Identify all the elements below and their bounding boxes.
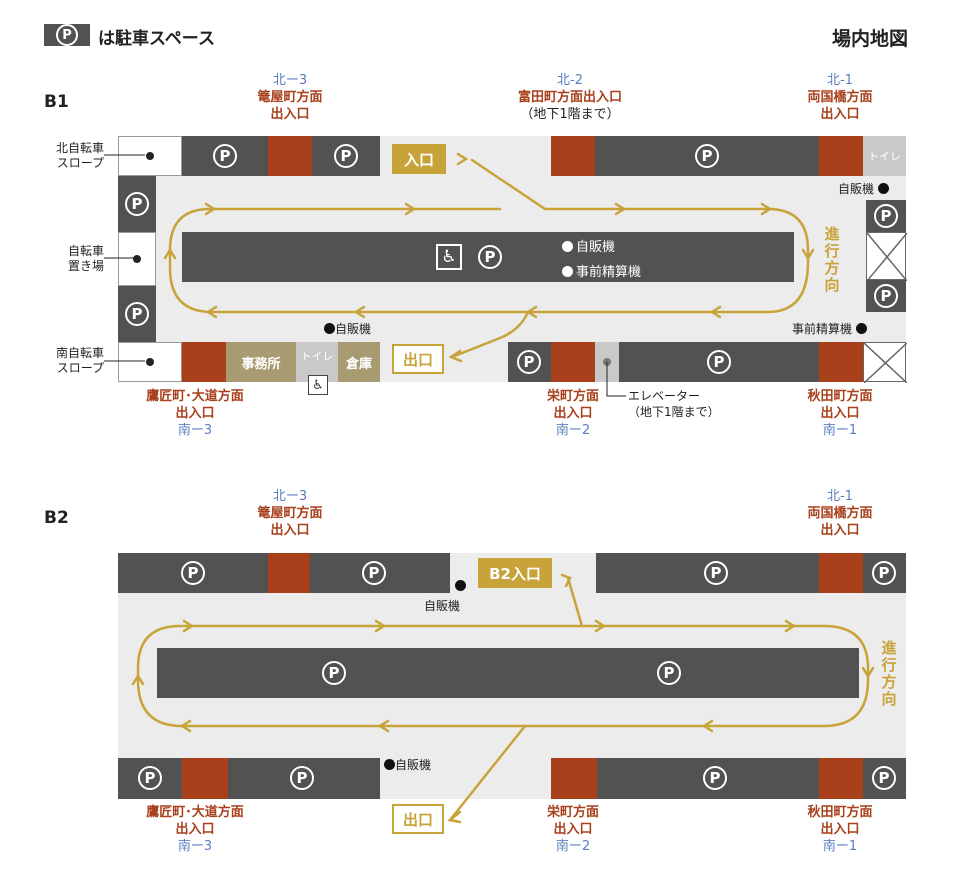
b2-stall-top-3: P [596, 553, 819, 593]
b2-direction-label: 進行方向 [881, 639, 897, 708]
wheelchair-icon: ♿ [436, 244, 462, 270]
b2-stall-top-2: P [310, 553, 450, 593]
parking-icon: P [138, 766, 162, 790]
b1-ramp-south-2 [551, 342, 595, 382]
b1-stall-bottom-1: P [508, 342, 551, 382]
b1-entrance-sign: 入口 [392, 144, 446, 174]
b2-vending-top: 自販機 [424, 599, 461, 613]
b1-elevator [595, 342, 619, 382]
b1-stall-left-2: P [118, 286, 156, 342]
b1-prepay-right: 事前精算機 [792, 320, 867, 337]
b1-stall-top-2: P [312, 136, 380, 176]
b1-closed-area-bottom [863, 342, 907, 383]
legend-text: は駐車スペース [98, 29, 215, 49]
b2-entrance-sign: B2入口 [478, 558, 552, 588]
b1-ramp-north-2 [551, 136, 595, 176]
b2-exit-south-1: 秋田町方面出入口南ー1 [807, 805, 873, 854]
b2-ramp-south-1 [819, 758, 863, 799]
b1-bike-parking [118, 232, 156, 286]
b1-center-vending: 自販機 [562, 236, 615, 255]
parking-icon: P [334, 144, 358, 168]
b2-ramp-south-2 [551, 758, 597, 799]
b1-stall-bottom-2: P [619, 342, 819, 382]
b2-stall-bottom-3: P [597, 758, 819, 799]
b1-stall-top-3: P [595, 136, 819, 176]
b2-center-island [157, 648, 859, 698]
b1-vending-bottom: 自販機 [324, 320, 371, 337]
b2-ramp-south-3 [182, 758, 228, 799]
b1-ramp-south-3 [182, 342, 226, 382]
b1-exit-south-3: 鷹匠町･大道方面出入口南ー3 [146, 389, 244, 438]
b1-stall-top-1: P [182, 136, 268, 176]
b1-exit-sign: 出口 [392, 344, 444, 374]
parking-icon: P [874, 284, 898, 308]
parking-icon: P [657, 661, 681, 685]
b1-stall-right-2: P [866, 280, 906, 312]
b1-bike-slope-south [118, 342, 182, 382]
legend-parking-swatch: P [44, 24, 90, 46]
b2-stall-top-1: P [118, 553, 268, 593]
parking-icon: P [213, 144, 237, 168]
b1-office: 事務所 [226, 342, 296, 382]
wheelchair-icon: ♿ [308, 375, 328, 395]
b2-ramp-north-3 [268, 553, 310, 593]
b2-exit-south-2: 栄町方面出入口南ー2 [546, 805, 599, 854]
b1-label-bike-slope-south: 南自転車スロープ [55, 346, 104, 375]
b1-exit-south-1: 秋田町方面出入口南ー1 [807, 389, 873, 438]
b1-center-prepay: 事前精算機 [562, 261, 641, 280]
b1-ramp-north-3 [268, 136, 312, 176]
page-title: 場内地図 [832, 28, 909, 50]
b1-label-bike-slope-north: 北自転車スロープ [55, 141, 104, 170]
parking-icon: P [181, 561, 205, 585]
parking-icon: P [872, 561, 896, 585]
b1-storage: 倉庫 [338, 342, 380, 382]
parking-icon: P [290, 766, 314, 790]
parking-icon: P [707, 350, 731, 374]
parking-icon: P [695, 144, 719, 168]
floor-label-b1: B1 [44, 92, 69, 112]
b1-stall-left-1: P [118, 176, 156, 232]
parking-icon: P [517, 350, 541, 374]
parking-icon: P [872, 766, 896, 790]
parking-icon: P [362, 561, 386, 585]
b2-stall-bottom-2: P [228, 758, 380, 799]
b1-exit-south-2: 栄町方面出入口南ー2 [546, 389, 599, 438]
b1-vending-top-right: 自販機 [838, 180, 889, 197]
parking-icon: P [703, 766, 727, 790]
b2-stall-bottom-1: P [118, 758, 182, 799]
b1-closed-area-right [866, 232, 907, 281]
b1-ramp-south-1 [819, 342, 863, 382]
dot-icon [455, 580, 466, 591]
b2-vending-bottom: 自販機 [384, 756, 431, 773]
b1-elevator-label: エレベーター（地下1階まで） [628, 389, 720, 419]
b1-bike-slope-north [118, 136, 182, 176]
arrow-icon [447, 810, 462, 824]
parking-icon: P [322, 661, 346, 685]
b1-label-bike-parking: 自転車置き場 [67, 244, 104, 273]
b2-stall-top-4: P [863, 553, 906, 593]
b1-stall-right-1: P [866, 200, 906, 232]
parking-icon: P [56, 24, 78, 46]
parking-icon: P [125, 192, 149, 216]
b1-direction-label: 進行方向 [824, 225, 840, 294]
parking-icon: P [125, 302, 149, 326]
parking-icon: P [704, 561, 728, 585]
b2-exit-sign: 出口 [392, 804, 444, 834]
parking-icon: P [478, 245, 502, 269]
parking-icon: P [874, 204, 898, 228]
b2-stall-bottom-4: P [863, 758, 906, 799]
b1-ramp-north-1 [819, 136, 863, 176]
floor-label-b2: B2 [44, 508, 69, 528]
b1-toilet-top: トイレ [863, 136, 906, 176]
b2-exit-south-3: 鷹匠町･大道方面出入口南ー3 [146, 805, 244, 854]
b2-ramp-north-1 [819, 553, 863, 593]
